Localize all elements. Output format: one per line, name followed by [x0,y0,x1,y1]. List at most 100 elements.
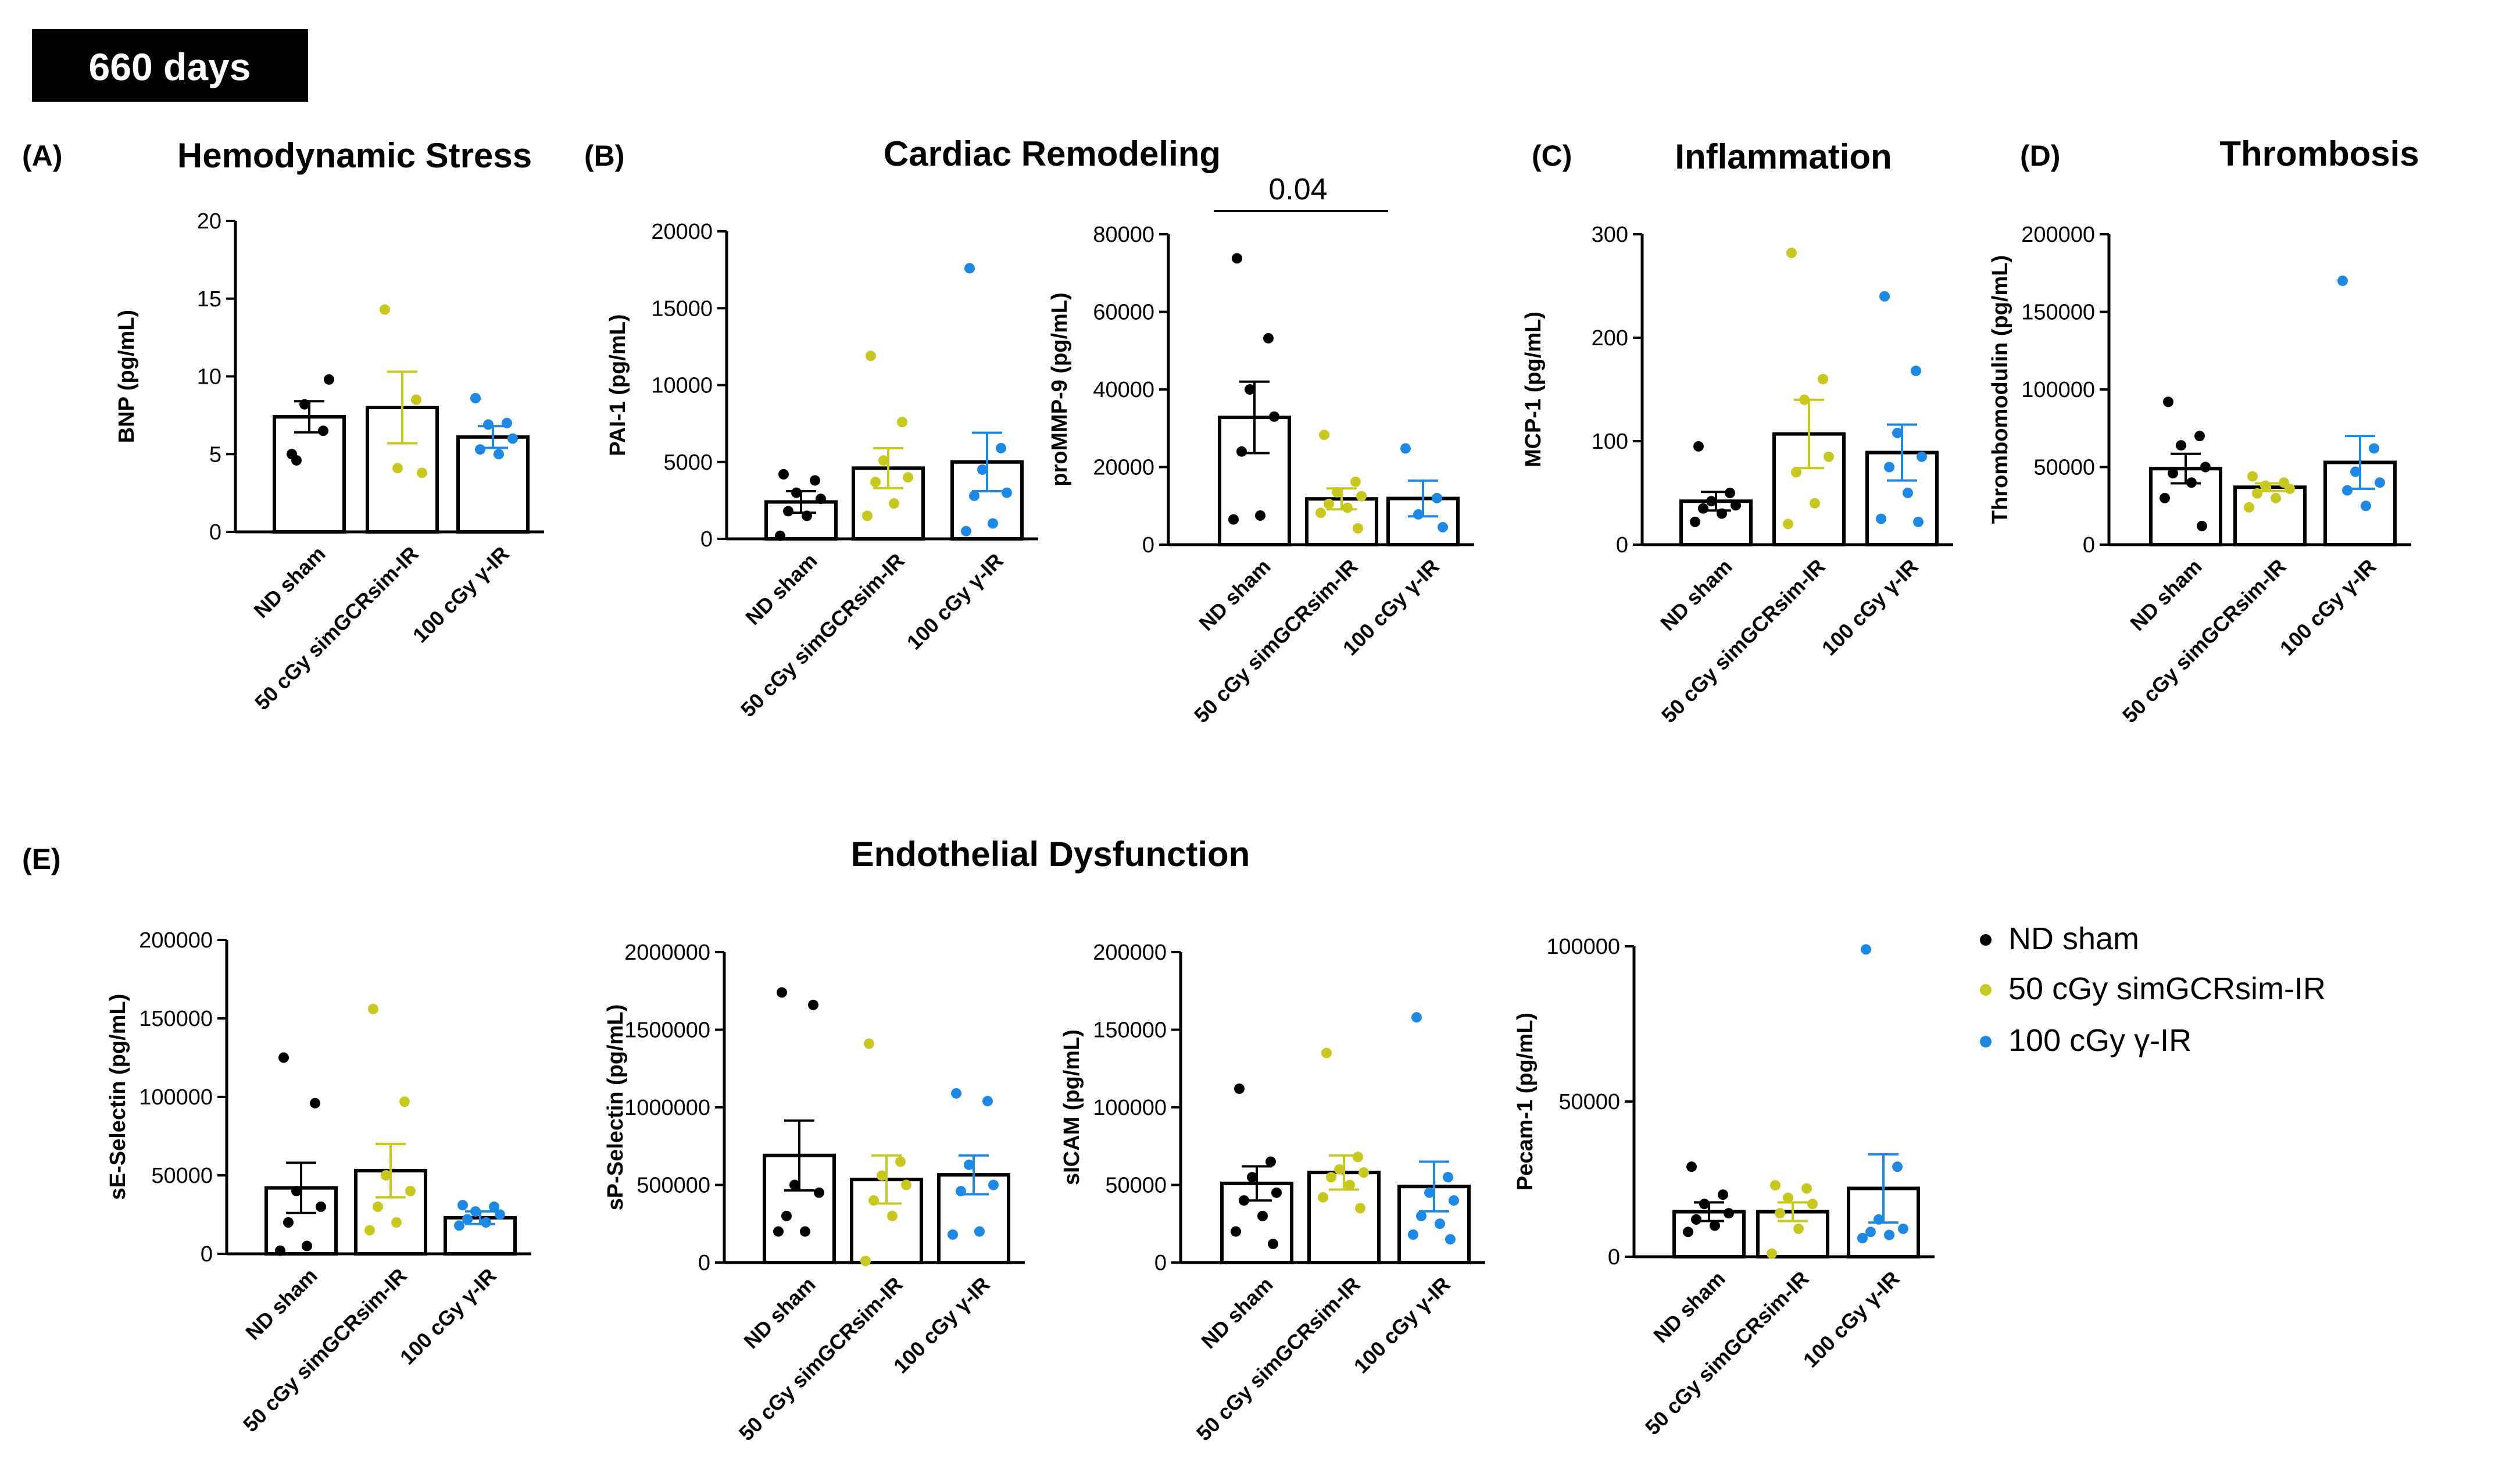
data-point [316,1201,326,1212]
data-point [866,351,876,362]
data-point [481,1217,491,1228]
y-tick-label: 300 [1592,223,1628,247]
data-point [2244,502,2254,513]
data-point [1717,508,1727,519]
y-tick-label: 10 [197,365,221,389]
data-point [1686,1161,1697,1172]
data-point [302,1240,312,1251]
data-point [1445,1233,1456,1245]
bar [273,415,346,534]
data-point [802,510,812,521]
data-point [951,1088,961,1099]
data-point [1232,253,1242,264]
data-point [1892,1161,1903,1172]
data-point [897,416,907,427]
data-point [791,487,802,498]
data-point [324,374,334,385]
x-tick-label: ND sham [741,549,821,630]
data-point [417,467,427,478]
data-point [507,433,518,444]
p-value-annotation: 0.04 [1268,173,1327,206]
data-point [868,1195,879,1206]
data-point [1356,491,1367,502]
data-point [901,1179,911,1190]
x-tick-label: 100 cGy γ-IR [408,542,514,648]
y-tick-label: 100000 [139,1085,213,1110]
data-point [862,510,873,521]
legend: ND sham 50 cGy simGCRsim-IR 100 cGy γ-IR [1980,921,2326,1058]
data-point [381,1170,391,1181]
data-point [399,1096,410,1107]
data-point [775,530,785,541]
data-point [860,1256,871,1267]
y-tick-label: 5 [209,442,221,467]
y-tick-label: 50000 [2033,456,2095,480]
data-point [405,1186,416,1196]
data-point [2271,492,2281,503]
data-point [870,477,881,488]
y-tick-label: 15000 [651,296,713,321]
data-point [462,1214,473,1225]
data-point [2260,480,2271,491]
data-point [2186,477,2197,488]
data-point [275,1245,285,1256]
x-tick-label: 50 cGy simGCRsim-IR [1189,555,1363,728]
data-point [1699,1199,1710,1210]
data-point [2163,396,2173,407]
data-point [1710,1220,1720,1231]
data-point [808,999,818,1010]
bar [456,435,530,534]
data-point [816,494,826,505]
timepoint-badge-text: 660 days [89,45,251,88]
data-point [1326,1172,1336,1183]
x-tick-label: ND sham [739,1272,820,1353]
panel-label-e: (E) [22,843,61,875]
x-tick-label: ND sham [241,1264,321,1344]
y-tick-label: 200000 [1093,941,1167,965]
data-point [1247,1172,1257,1183]
data-point [864,1038,874,1049]
data-point [988,518,998,529]
x-tick-label: 100 cGy γ-IR [902,549,1008,655]
y-tick-label: 0 [698,1251,710,1275]
data-point [2361,500,2371,512]
legend-label-nd-sham: ND sham [2008,921,2139,956]
y-tick-label: 0 [1142,533,1154,557]
x-tick-label: ND sham [1196,1272,1277,1353]
data-point [1824,451,1834,462]
y-tick-label: 100000 [1093,1096,1167,1120]
data-point [1693,441,1704,452]
data-point [373,1201,383,1212]
data-point [1706,496,1717,507]
data-point [1319,430,1329,441]
data-point [1898,1223,1908,1234]
data-point [887,1210,898,1221]
data-point [789,1179,800,1190]
data-point [1269,411,1279,422]
y-tick-label: 40000 [1093,378,1154,402]
section-title-thrombosis: Thrombosis [2219,134,2419,173]
data-point [502,417,512,428]
data-point [364,1225,375,1236]
y-tick-label: 0 [201,1242,213,1267]
data-point [878,455,889,466]
x-tick-label: 50 cGy simGCRsim-IR [250,542,423,715]
data-point [1449,1195,1459,1206]
data-point [2350,466,2361,477]
data-point [2342,485,2353,496]
y-tick-label: 100 [1592,430,1628,454]
y-tick-label: 1000000 [624,1096,710,1120]
data-point [1353,1152,1363,1163]
y-axis-title: BNP (pg/mL) [115,310,139,443]
data-point [470,1206,481,1217]
data-point [1324,498,1334,509]
data-point [1321,1047,1332,1059]
data-point [1683,1226,1693,1238]
data-point [1892,427,1903,438]
data-point [1724,1208,1734,1219]
data-point [1690,516,1700,527]
data-point [1917,451,1927,462]
data-point [974,1226,985,1237]
x-tick-label: 50 cGy simGCRsim-IR [238,1264,412,1437]
